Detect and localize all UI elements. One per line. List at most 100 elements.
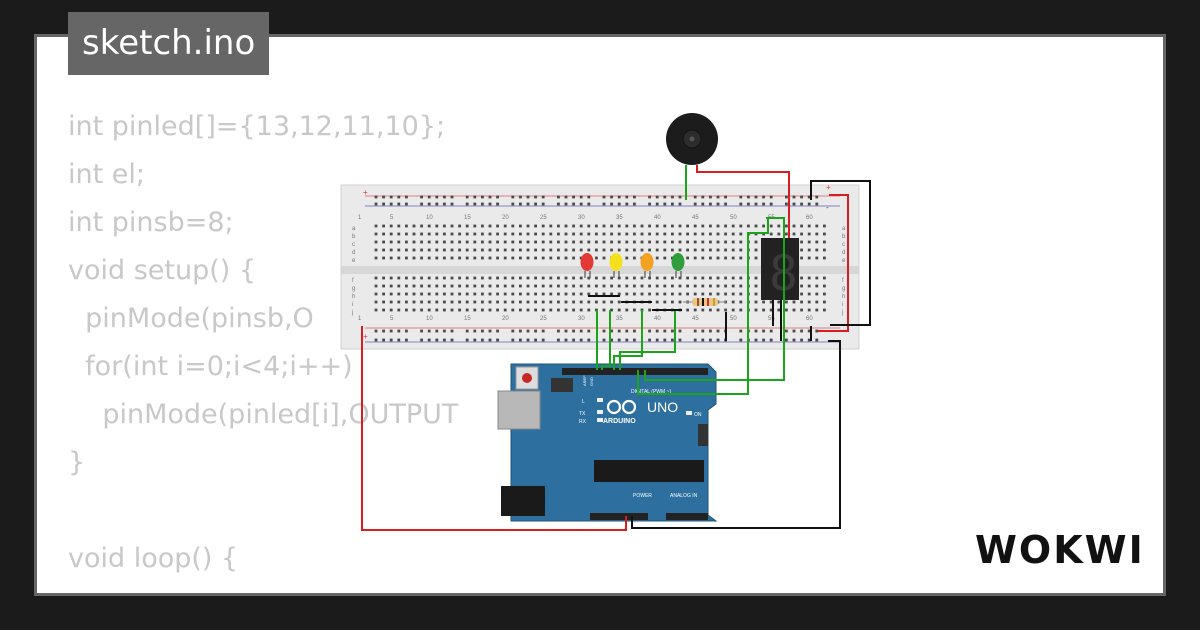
column-number: 20 (502, 316, 509, 322)
row-letter: i (842, 302, 843, 308)
power-label: POWER (633, 493, 652, 499)
board-model-label: UNO (647, 399, 678, 415)
seven-segment-display[interactable]: 8 (761, 238, 799, 302)
wire-d11[interactable] (613, 310, 643, 370)
row-letter: h (352, 294, 355, 300)
led-on-indicator (686, 411, 692, 415)
row-letter: a (842, 226, 846, 232)
column-number: 10 (426, 215, 433, 221)
breadboard-holes (374, 195, 826, 342)
column-number: 5 (390, 316, 394, 322)
column-number: 15 (464, 316, 471, 322)
wire-gnd-rail[interactable] (810, 180, 871, 326)
column-number: 40 (654, 316, 661, 322)
row-letter: i (352, 302, 353, 308)
row-letter: g (842, 286, 845, 292)
led-green-body[interactable] (671, 253, 685, 271)
led-yellow-body[interactable] (609, 253, 623, 271)
rail-plus-label: + (363, 332, 368, 341)
icsp-header (551, 378, 573, 392)
icsp2-header (698, 424, 708, 446)
column-number: 60 (806, 215, 813, 221)
led-red-body[interactable] (580, 253, 594, 271)
row-letter: h (842, 294, 845, 300)
column-number: 20 (502, 215, 509, 221)
reset-button-cap[interactable] (522, 373, 532, 383)
digital-label: DIGITAL (PWM ~) (631, 389, 671, 395)
led-l-label: L (582, 399, 585, 405)
arduino-logo-icon (606, 399, 637, 415)
column-number: 25 (540, 215, 547, 221)
row-letter: a (352, 226, 356, 232)
rail-plus-label: + (363, 188, 368, 197)
row-letter: b (842, 234, 846, 240)
led-green[interactable] (671, 253, 685, 278)
column-number: 5 (390, 215, 394, 221)
wire-power-rail[interactable] (818, 194, 849, 332)
led-rx-label: RX (579, 419, 587, 425)
led-orange-body[interactable] (640, 253, 654, 271)
led-tx-indicator (597, 410, 603, 414)
wire-display-segment[interactable] (637, 218, 769, 395)
row-letter: j (841, 310, 843, 316)
code-line: void setup() { (68, 255, 257, 286)
column-number: 15 (464, 215, 471, 221)
rail-plus-label: + (826, 183, 831, 192)
power-header (590, 513, 648, 520)
filename-tab[interactable]: sketch.ino (68, 12, 270, 75)
row-letter: f (352, 278, 354, 284)
code-line: int pinsb=8; (68, 207, 234, 238)
code-line: for(int i=0;i<4;i++) (68, 351, 353, 382)
analog-label: ANALOG IN (670, 493, 698, 499)
code-line: pinMode(pinsb,O (68, 303, 314, 334)
row-letter: g (352, 286, 355, 292)
usb-port (497, 390, 541, 430)
code-line: int pinled[]={13,12,11,10}; (68, 111, 446, 142)
wire-d10[interactable] (619, 310, 676, 370)
code-line: pinMode(pinled[i],OUTPUT (68, 399, 459, 430)
column-number: 30 (578, 316, 585, 322)
column-number: 60 (806, 316, 813, 322)
column-number: 50 (730, 215, 737, 221)
led-group (580, 253, 685, 278)
column-number: 50 (730, 316, 737, 322)
row-letter: e (352, 258, 356, 264)
row-letter: j (351, 310, 353, 316)
buzzer[interactable] (666, 113, 718, 165)
wire-display-common[interactable] (644, 217, 785, 381)
wire-buzzer-plus[interactable] (696, 165, 790, 238)
rail-minus-label: - (826, 203, 829, 212)
power-jack (501, 486, 545, 516)
aref-label: AREF (582, 375, 587, 386)
row-letter: c (352, 242, 355, 248)
column-number: 10 (426, 316, 433, 322)
microcontroller-chip (594, 460, 704, 482)
row-letter: d (842, 250, 845, 256)
column-number: 35 (616, 215, 623, 221)
wire-5v[interactable] (361, 326, 627, 531)
wire-d12[interactable] (601, 310, 611, 370)
led-red[interactable] (580, 253, 594, 278)
code-line: } (68, 447, 86, 478)
led-orange[interactable] (640, 253, 654, 278)
row-letter: b (352, 234, 356, 240)
column-number: 40 (654, 215, 661, 221)
code-line: for(int (68, 583, 458, 593)
column-number: 30 (578, 215, 585, 221)
wokwi-logo[interactable]: WOKWI (975, 528, 1145, 572)
column-number: 55 (768, 316, 775, 322)
led-yellow[interactable] (609, 253, 623, 278)
row-letter: d (352, 250, 355, 256)
resistor[interactable] (683, 298, 726, 306)
wire-gnd[interactable] (631, 340, 841, 529)
arduino-uno-board[interactable]: UNO ARDUINO DIGITAL (PWM ~) POWER ANALOG… (497, 363, 718, 522)
column-number: 1 (358, 316, 362, 322)
board-brand-label: ARDUINO (603, 418, 636, 425)
column-number: 25 (540, 316, 547, 322)
analog-header (666, 513, 708, 520)
led-l-indicator (597, 398, 603, 402)
digital-header (562, 368, 708, 375)
row-letter: f (842, 278, 844, 284)
row-letter: c (842, 242, 845, 248)
